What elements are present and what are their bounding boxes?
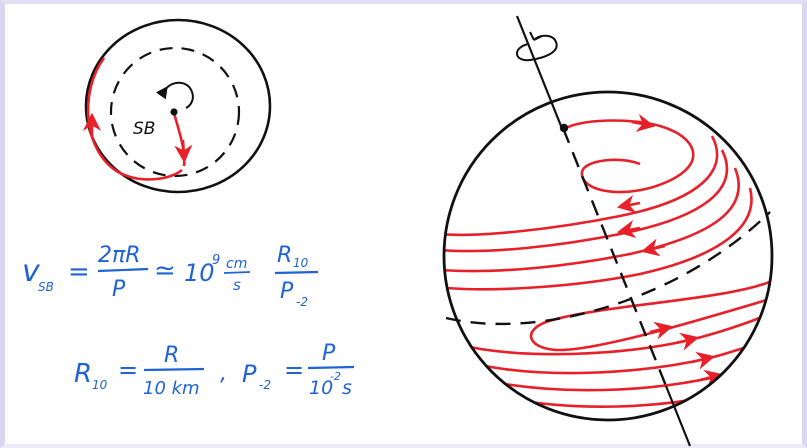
- field-line-11: [503, 376, 767, 408]
- sphere-field-lines: [444, 114, 772, 408]
- eq1-unit-bar: [223, 271, 251, 274]
- field-line-8: [455, 308, 772, 356]
- formula-velocity: v SB = 2πR P ≃ 10 9 cm s R 10 P -2: [22, 243, 319, 309]
- eq1-frac2-den-sub: -2: [296, 295, 308, 309]
- eq2-frac2-bar: [307, 365, 355, 370]
- field-line-6: [445, 187, 753, 291]
- eq1-frac2-num-sub: 10: [293, 256, 309, 270]
- eq2-lhs1: R: [74, 359, 92, 389]
- eq1-frac2-den: P: [280, 279, 294, 304]
- field-line-4: [444, 149, 729, 253]
- eq1-frac1-bar: [97, 267, 149, 273]
- disk-center-dot: [170, 108, 178, 116]
- eq2-frac1-den: 10 km: [143, 378, 200, 399]
- eq2-frac2-den-exp: -2: [330, 370, 341, 383]
- eq1-equals: =: [68, 257, 90, 287]
- eq2-lhs1-sub: 10: [92, 378, 108, 392]
- eq2-equals2: =: [284, 356, 304, 384]
- rotation-axis-bottom: [664, 385, 692, 447]
- disk-rotation-arrow: [155, 81, 194, 109]
- eq2-lhs2-sub: -2: [259, 378, 271, 392]
- small-disk-diagram: SB: [82, 18, 272, 194]
- eq1-unit-num: cm: [226, 256, 247, 272]
- rotation-symbol-icon: [516, 34, 558, 62]
- rotation-symbol-arrowhead: [529, 31, 543, 41]
- sphere-outline: [442, 90, 774, 422]
- field-line-1: [565, 119, 667, 130]
- eq2-frac2-num: P: [322, 341, 336, 366]
- eq1-approx: ≃: [154, 256, 176, 286]
- eq2-frac1-num: R: [164, 343, 179, 368]
- eq2-comma: ,: [220, 361, 227, 386]
- eq1-exp: 9: [212, 253, 220, 268]
- disk-red-radius-arrow: [174, 139, 193, 164]
- eq1-lhs: v: [22, 254, 41, 289]
- eq1-lhs-sub: SB: [38, 280, 54, 294]
- eq2-frac2-den-base: 10: [309, 377, 333, 399]
- field-line-5: [444, 167, 741, 273]
- sphere-equator-dashed: [445, 211, 771, 326]
- eq1-frac1-den: P: [112, 277, 126, 302]
- eq1-frac2-bar: [274, 270, 319, 275]
- eq2-frac1-bar: [143, 367, 205, 372]
- rotation-axis-inside: [561, 127, 668, 387]
- eq2-frac2-den-unit: s: [342, 377, 352, 399]
- eq1-frac1-num: 2πR: [98, 243, 141, 268]
- disk-outer-circle: [84, 18, 272, 194]
- field-line-3: [444, 135, 719, 237]
- field-line-2: [580, 126, 695, 194]
- disk-red-trajectory: [86, 57, 183, 181]
- sphere-pole-dot: [559, 123, 569, 133]
- rotation-axis-top: [515, 15, 563, 127]
- eq1-unit-den: s: [233, 276, 241, 294]
- sphere-diagram: [442, 15, 774, 447]
- disk-dashed-orbit: [109, 46, 241, 178]
- field-line-7: [529, 276, 772, 352]
- formula-definitions: R 10 = R 10 km , P -2 = P 10 -2 s: [74, 341, 355, 399]
- eq1-base: 10: [184, 259, 215, 287]
- disk-red-radius: [172, 112, 186, 167]
- eq2-lhs2: P: [242, 360, 257, 388]
- eq2-equals1: =: [118, 356, 138, 384]
- eq1-frac2-num: R: [277, 243, 292, 268]
- disk-label-sb: SB: [133, 119, 155, 139]
